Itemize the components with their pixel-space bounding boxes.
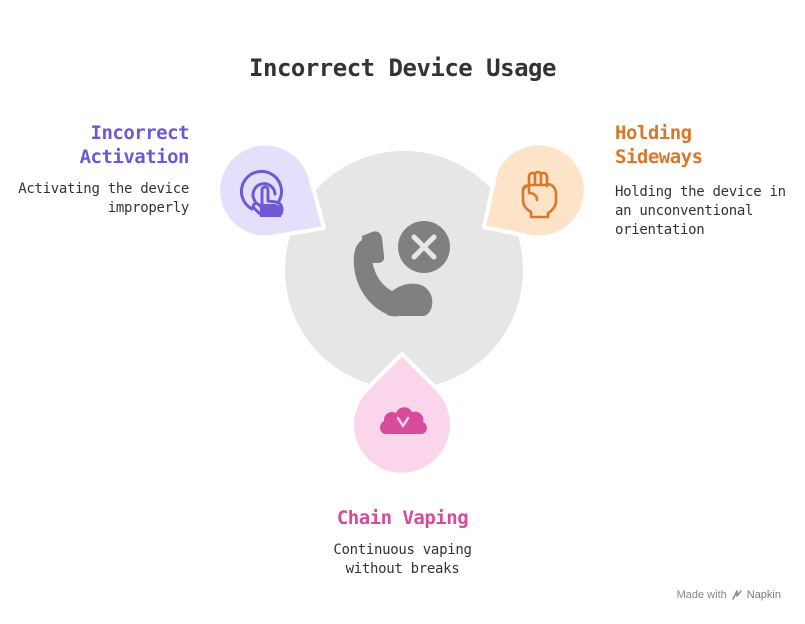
- raised-fist-icon: [521, 170, 558, 219]
- activation-title: Incorrect Activation: [9, 121, 190, 169]
- napkin-brand-label: Napkin: [746, 589, 781, 601]
- chain-desc-line2: without breaks: [345, 561, 460, 577]
- chain-title: Chain Vaping: [336, 507, 469, 529]
- touch-pointer-icon: [239, 169, 284, 216]
- phone-off-icon: [353, 221, 450, 317]
- sideways-desc-line1: Holding the device in: [615, 184, 786, 200]
- activation-title-line1: Incorrect: [90, 122, 190, 144]
- activation-bubble: [216, 141, 326, 240]
- cloud-chevron-icon: [380, 407, 427, 434]
- activation-desc-line2: improperly: [107, 200, 190, 216]
- sideways-title-line2: Sideways: [615, 146, 703, 168]
- activation-description: Activating the device improperly: [0, 180, 189, 218]
- activation-title-line2: Activation: [79, 146, 190, 168]
- close-icon: [411, 234, 437, 260]
- made-with-napkin-badge[interactable]: Made with Napkin: [677, 589, 781, 601]
- activation-desc-line1: Activating the device: [18, 181, 189, 197]
- diagram-title: Incorrect Device Usage: [249, 54, 556, 82]
- sideways-title-line1: Holding: [615, 122, 692, 144]
- center-circle: [285, 151, 523, 389]
- napkin-logo-icon: [732, 590, 742, 600]
- sideways-description: Holding the device in an unconventional …: [615, 183, 795, 240]
- sideways-desc-line2: an unconventional: [615, 203, 754, 219]
- sideways-bubble: [482, 141, 588, 240]
- chain-desc-line1: Continuous vaping: [333, 542, 472, 558]
- sideways-desc-line3: orientation: [615, 222, 705, 238]
- chain-description: Continuous vaping without breaks: [0, 541, 805, 579]
- made-with-label: Made with: [676, 589, 727, 601]
- touch-pointer-fill: [260, 204, 281, 217]
- sideways-title: Holding Sideways: [615, 121, 795, 169]
